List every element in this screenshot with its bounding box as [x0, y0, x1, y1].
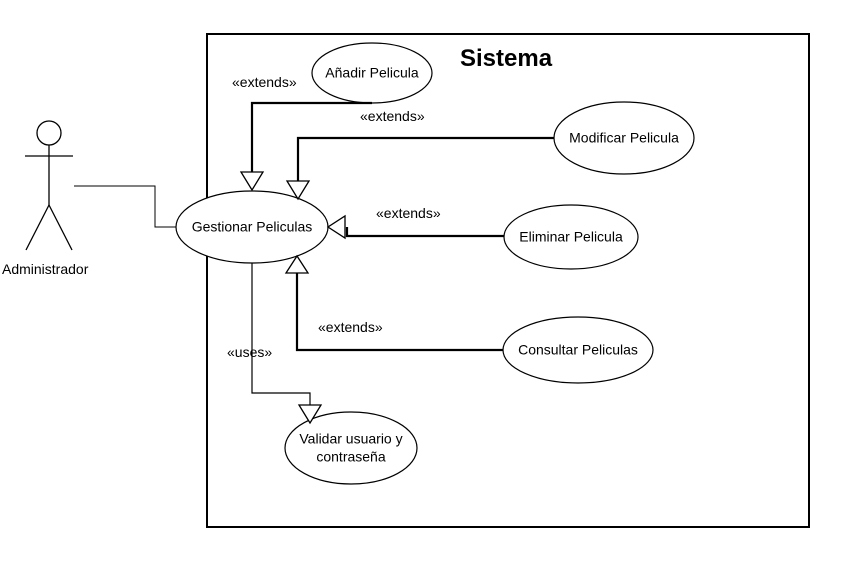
uc-modificar-label: Modificar Pelicula	[569, 129, 679, 146]
extends-anadir-label: «extends»	[232, 74, 297, 90]
actor-association-line	[74, 185, 178, 228]
extends-modificar-label: «extends»	[360, 108, 425, 124]
uc-validar-ellipse[interactable]	[284, 411, 418, 485]
extends-eliminar-line	[345, 227, 504, 238]
uses-validar-line	[251, 263, 311, 405]
uc-consultar-label: Consultar Peliculas	[518, 341, 638, 358]
actor-name: Administrador	[2, 261, 89, 277]
uc-validar-label-line2: contraseña	[316, 448, 386, 464]
actor-left-leg	[25, 204, 50, 251]
actor-figure	[25, 120, 73, 251]
system-boundary	[206, 33, 810, 528]
extends-modificar-arrowhead	[285, 180, 311, 201]
extends-eliminar-label: «extends»	[376, 205, 441, 221]
uc-validar-label: Validar usuario y contraseña	[299, 431, 402, 466]
extends-anadir-line	[250, 101, 372, 172]
uc-anadir-label: Añadir Pelicula	[325, 64, 419, 81]
actor-head	[36, 120, 62, 146]
extends-consultar-arrowhead	[284, 254, 310, 274]
extends-consultar-label: «extends»	[318, 319, 383, 335]
uc-eliminar-label: Eliminar Pelicula	[519, 228, 623, 245]
uc-gestionar-label: Gestionar Peliculas	[191, 218, 313, 235]
extends-eliminar-arrowhead	[326, 214, 346, 240]
extends-modificar-line	[296, 136, 554, 181]
system-title: Sistema	[460, 45, 553, 72]
extends-consultar-line	[295, 273, 503, 352]
uc-validar-label-line1: Validar usuario y	[299, 430, 403, 447]
uses-validar-label: «uses»	[227, 344, 273, 360]
actor-right-leg	[48, 204, 73, 251]
extends-anadir-arrowhead	[239, 171, 265, 192]
uses-validar-arrowhead	[297, 404, 323, 425]
